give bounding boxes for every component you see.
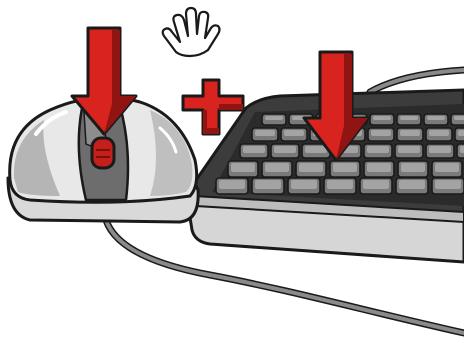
- keyboard-key: [396, 113, 422, 126]
- down-arrow-icon: [302, 50, 370, 162]
- keyboard-key: [295, 160, 327, 178]
- keyboard-key: [270, 143, 300, 159]
- keyboard-key: [397, 160, 429, 178]
- keyboard-key: [369, 113, 395, 126]
- keyboard-cable: [366, 66, 464, 96]
- keyboard-key: [261, 160, 293, 178]
- keyboard-key: [227, 160, 259, 178]
- keyboard-key: [215, 177, 249, 195]
- keyboard-key: [251, 177, 285, 195]
- keyboard-key: [431, 177, 464, 195]
- keyboard-key: [359, 177, 393, 195]
- mouse-icon: [6, 96, 200, 224]
- mouse-cable: [100, 206, 464, 337]
- keyboard-key: [363, 160, 395, 178]
- keyboard-key: [450, 113, 464, 126]
- keyboard-key: [239, 143, 269, 159]
- keyboard-key: [431, 160, 463, 178]
- keyboard-key: [395, 177, 429, 195]
- down-arrow-icon: [70, 26, 138, 136]
- keyboard-key: [251, 127, 279, 142]
- keyboard-key: [423, 113, 449, 126]
- keyboard-key: [456, 143, 464, 159]
- keyboard-key: [363, 143, 393, 159]
- keyboard-key: [425, 127, 453, 142]
- keyboard-key: [394, 143, 424, 159]
- keyboard-key: [323, 177, 357, 195]
- hand-icon: [161, 6, 221, 58]
- keyboard-key: [367, 127, 395, 142]
- keyboard-key: [261, 113, 287, 126]
- keyboard-key: [454, 127, 464, 142]
- keyboard-key: [287, 177, 321, 195]
- keyboard-key: [425, 143, 455, 159]
- keyboard-key: [280, 127, 308, 142]
- keyboard-key: [329, 160, 361, 178]
- keyboard-key: [396, 127, 424, 142]
- plus-icon: [181, 78, 245, 136]
